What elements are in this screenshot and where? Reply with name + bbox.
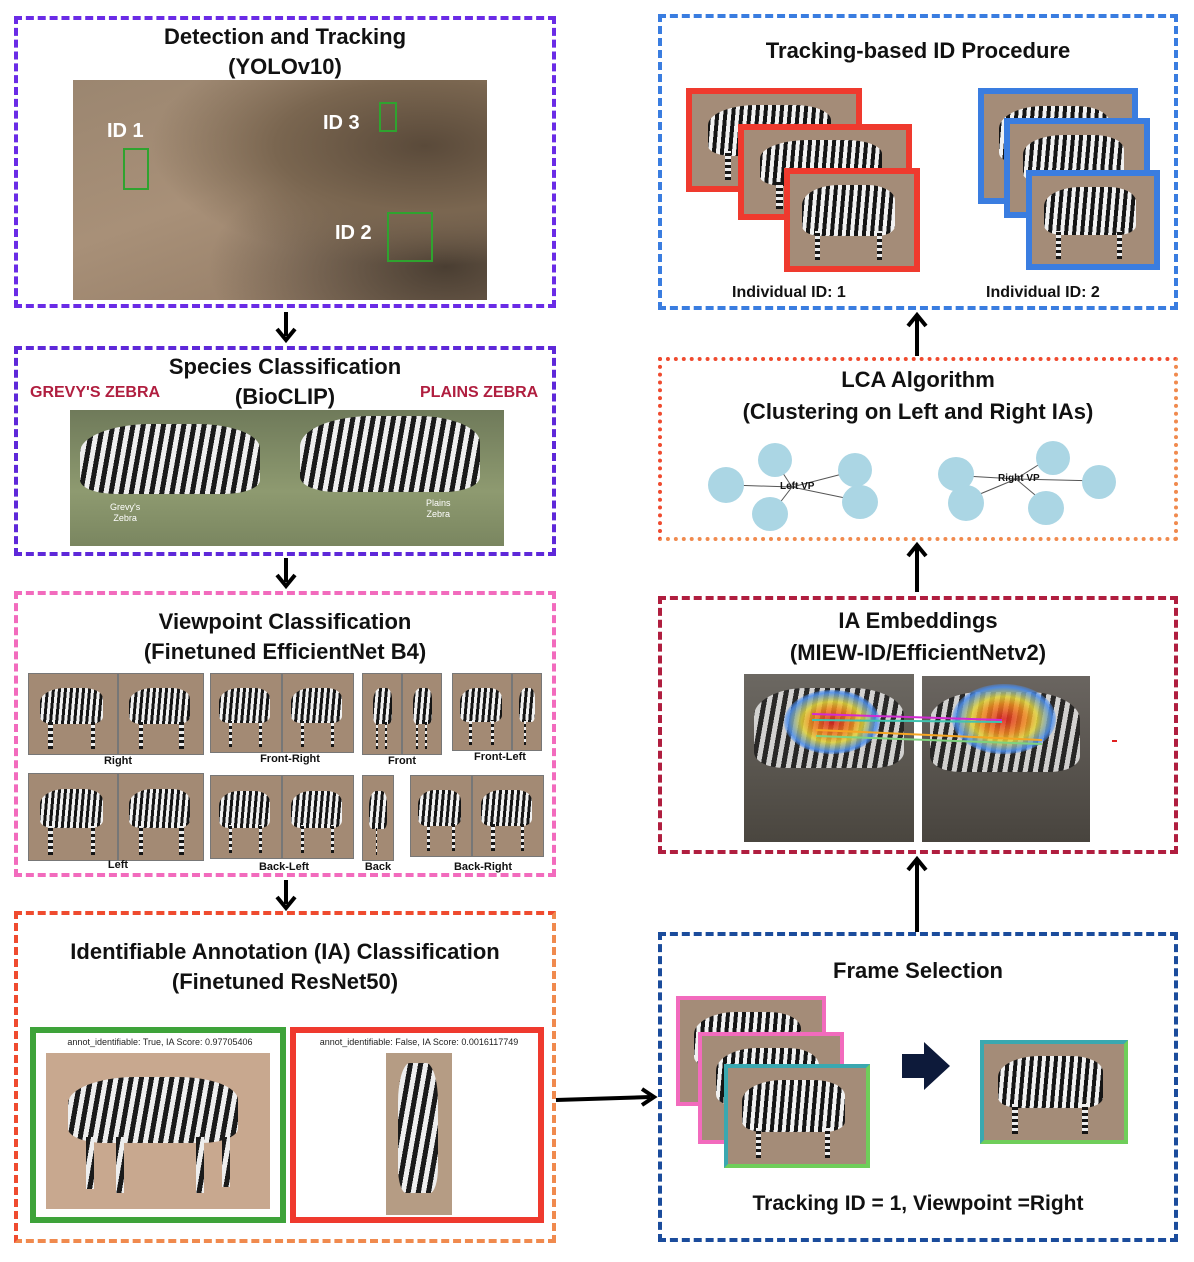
detection-image: ID 1 ID 3 ID 2 — [73, 80, 487, 300]
embedding-image-left — [744, 674, 914, 842]
individual-id1-label: Individual ID: 1 — [732, 284, 846, 301]
track1-frame-c — [784, 168, 920, 272]
left-node-5 — [752, 497, 788, 531]
arrow-embeddings-to-lca — [906, 542, 928, 592]
arrow-species-to-viewpoint — [275, 558, 297, 590]
right-node-5 — [1028, 491, 1064, 525]
bbox-id2 — [387, 212, 433, 262]
label-back: Back — [364, 861, 392, 873]
arrow-viewpoint-to-ia — [275, 880, 297, 912]
label-front-right: Front-Right — [260, 753, 320, 765]
left-node-1 — [708, 467, 744, 503]
grevys-label: GREVY'S ZEBRA — [30, 384, 161, 401]
ia-title: Identifiable Annotation (IA) Classificat… — [70, 939, 500, 964]
viewpoint-title: Viewpoint Classification — [158, 609, 412, 634]
plains-caption-1: Plains — [426, 498, 451, 508]
selected-frame — [980, 1040, 1128, 1144]
embeddings-panel: IA Embeddings (MIEW-ID/EfficientNetv2) — [658, 596, 1178, 854]
left-node-2 — [758, 443, 792, 477]
species-panel: Species Classification (BioCLIP) GREVY'S… — [14, 346, 556, 556]
label-back-right: Back-Right — [453, 861, 513, 873]
ia-true-frame: annot_identifiable: True, IA Score: 0.97… — [30, 1027, 286, 1223]
arrow-ia-to-frame-selection — [555, 1087, 658, 1107]
ia-false-caption: annot_identifiable: False, IA Score: 0.0… — [319, 1037, 519, 1047]
selection-arrow-icon — [902, 1042, 950, 1090]
thumb-front-left-1 — [452, 673, 512, 751]
viewpoint-subtitle: (Finetuned EfficientNet B4) — [143, 639, 427, 664]
plains-caption-2: Zebra — [426, 509, 451, 519]
ia-true-image — [46, 1053, 270, 1209]
thumb-left-2 — [118, 773, 204, 861]
arrow-detection-to-species — [275, 312, 297, 344]
frame-selection-caption: Tracking ID = 1, Viewpoint =Right — [752, 1192, 1084, 1215]
lca-subtitle: (Clustering on Left and Right IAs) — [742, 399, 1094, 424]
label-back-left: Back-Left — [258, 861, 310, 873]
species-subtitle: (BioCLIP) — [234, 384, 336, 409]
embeddings-title: IA Embeddings — [838, 608, 998, 633]
detection-panel: Detection and Tracking (YOLOv10) ID 1 ID… — [14, 16, 556, 308]
bbox-id3 — [379, 102, 397, 132]
viewpoint-panel: Viewpoint Classification (Finetuned Effi… — [14, 591, 556, 877]
right-node-4 — [1082, 465, 1116, 499]
ia-subtitle: (Finetuned ResNet50) — [171, 969, 399, 994]
thumb-right-1 — [28, 673, 118, 755]
track2-frame-c — [1026, 170, 1160, 270]
thumb-front-2 — [402, 673, 442, 755]
thumb-front-left-2 — [512, 673, 542, 751]
plains-label: PLAINS ZEBRA — [420, 384, 539, 401]
thumb-left-1 — [28, 773, 118, 861]
label-front: Front — [387, 755, 417, 767]
thumb-back — [362, 775, 394, 861]
grevys-caption-1: Grevy's — [110, 502, 141, 512]
id3-label: ID 3 — [323, 112, 360, 134]
id1-label: ID 1 — [107, 120, 144, 142]
detection-title: Detection and Tracking — [163, 24, 407, 49]
thumb-back-left-2 — [282, 775, 354, 859]
lca-panel: LCA Algorithm (Clustering on Left and Ri… — [658, 357, 1178, 541]
left-node-3 — [838, 453, 872, 487]
label-left: Left — [107, 859, 129, 871]
tracking-title: Tracking-based ID Procedure — [765, 38, 1071, 63]
bbox-id1 — [123, 148, 149, 190]
embedding-image-right — [922, 676, 1090, 842]
lca-title: LCA Algorithm — [841, 367, 995, 392]
thumb-right-2 — [118, 673, 204, 755]
species-image: Grevy's Zebra Plains Zebra — [70, 410, 504, 546]
right-node-2 — [948, 485, 984, 521]
detection-subtitle: (YOLOv10) — [228, 54, 342, 79]
left-node-4 — [842, 485, 878, 519]
ia-false-image — [386, 1053, 452, 1215]
thumb-front-right-1 — [210, 673, 282, 753]
right-vp-label: Right VP — [998, 473, 1040, 484]
arrow-frame-selection-to-embeddings — [906, 856, 928, 932]
right-node-3 — [1036, 441, 1070, 475]
embedding-tick — [1112, 740, 1117, 742]
frame-selection-panel: Frame Selection Tracking ID = 1, Viewpoi… — [658, 932, 1178, 1242]
thumb-back-right-2 — [472, 775, 544, 857]
thumb-front-right-2 — [282, 673, 354, 753]
embedding-match-lines — [811, 713, 1043, 745]
thumb-back-left-1 — [210, 775, 282, 859]
embeddings-subtitle: (MIEW-ID/EfficientNetv2) — [789, 640, 1047, 665]
species-title: Species Classification — [168, 354, 402, 379]
ia-true-caption: annot_identifiable: True, IA Score: 0.97… — [67, 1037, 253, 1047]
id2-label: ID 2 — [335, 222, 372, 244]
candidate-frame-3 — [724, 1064, 870, 1168]
thumb-back-right-1 — [410, 775, 472, 857]
frame-selection-title: Frame Selection — [833, 958, 1003, 983]
left-vp-label: Left VP — [780, 481, 815, 492]
ia-classification-panel: Identifiable Annotation (IA) Classificat… — [14, 911, 556, 1243]
individual-id2-label: Individual ID: 2 — [986, 284, 1100, 301]
grevys-caption-2: Zebra — [113, 513, 137, 523]
tracking-panel: Tracking-based ID Procedure Individual I… — [658, 14, 1178, 310]
label-front-left: Front-Left — [474, 751, 526, 763]
arrow-lca-to-tracking — [906, 312, 928, 356]
thumb-front-1 — [362, 673, 402, 755]
ia-false-frame: annot_identifiable: False, IA Score: 0.0… — [290, 1027, 544, 1223]
label-right: Right — [103, 755, 133, 767]
